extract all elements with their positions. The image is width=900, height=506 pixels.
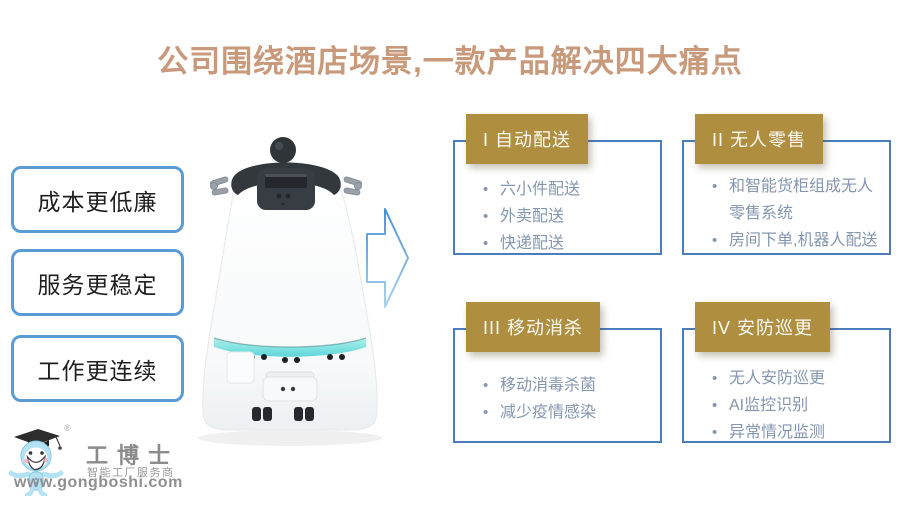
- bullet-item: AI监控识别: [684, 392, 881, 419]
- brand-name: 工博士: [86, 443, 180, 468]
- brand-tagline: 智能工厂服务商: [87, 467, 175, 479]
- pain-point-box-service: 服务更稳定: [11, 249, 184, 316]
- scenario-header: I 自动配送: [466, 114, 589, 164]
- pain-point-box-work: 工作更连续: [11, 335, 184, 402]
- bullet-item: 移动消毒杀菌: [455, 372, 652, 399]
- pain-point-box-cost: 成本更低廉: [11, 166, 184, 233]
- bullet-item: 无人安防巡更: [684, 365, 881, 392]
- bullet-item: 外卖配送: [455, 203, 652, 230]
- scenario-header: II 无人零售: [695, 114, 824, 164]
- scenario-header: III 移动消杀: [466, 302, 601, 352]
- bullet-item: 六小件配送: [455, 176, 652, 203]
- pain-point-label: 工作更连续: [37, 357, 158, 384]
- page-title: 公司围绕酒店场景,一款产品解决四大痛点: [157, 44, 743, 79]
- bullet-item: 减少疫情感染: [455, 399, 652, 426]
- scenario-panel-unmanned-retail: II 无人零售 和智能货柜组成无人零售系统 房间下单,机器人配送: [682, 114, 891, 255]
- scenario-bullet-list: 无人安防巡更 AI监控识别 异常情况监测: [684, 330, 889, 446]
- bullet-item: 快递配送: [455, 230, 652, 257]
- scenario-panel-auto-delivery: I 自动配送 六小件配送 外卖配送 快递配送: [453, 114, 662, 257]
- delivery-robot-image: [198, 137, 382, 446]
- scenario-panel-mobile-disinfection: III 移动消杀 移动消毒杀菌 减少疫情感染: [453, 302, 662, 443]
- bullet-item: 和智能货柜组成无人零售系统: [684, 173, 881, 227]
- bullet-item: 异常情况监测: [684, 419, 881, 446]
- scenario-bullet-list: 和智能货柜组成无人零售系统 房间下单,机器人配送: [684, 142, 889, 254]
- scenario-bullet-list: 移动消毒杀菌 减少疫情感染: [455, 330, 660, 426]
- mascot-icon: [8, 429, 64, 496]
- brand-website: www.gongboshi.com: [14, 474, 183, 491]
- scenario-bullet-list: 六小件配送 外卖配送 快递配送: [455, 142, 660, 257]
- registered-mark: ®: [64, 423, 71, 433]
- pain-point-label: 服务更稳定: [37, 271, 158, 298]
- right-arrow-icon: [366, 208, 409, 308]
- pain-point-label: 成本更低廉: [37, 188, 158, 215]
- scenario-header: IV 安防巡更: [695, 302, 831, 352]
- scenario-panel-security-patrol: IV 安防巡更 无人安防巡更 AI监控识别 异常情况监测: [682, 302, 891, 446]
- bullet-item: 房间下单,机器人配送: [684, 227, 881, 254]
